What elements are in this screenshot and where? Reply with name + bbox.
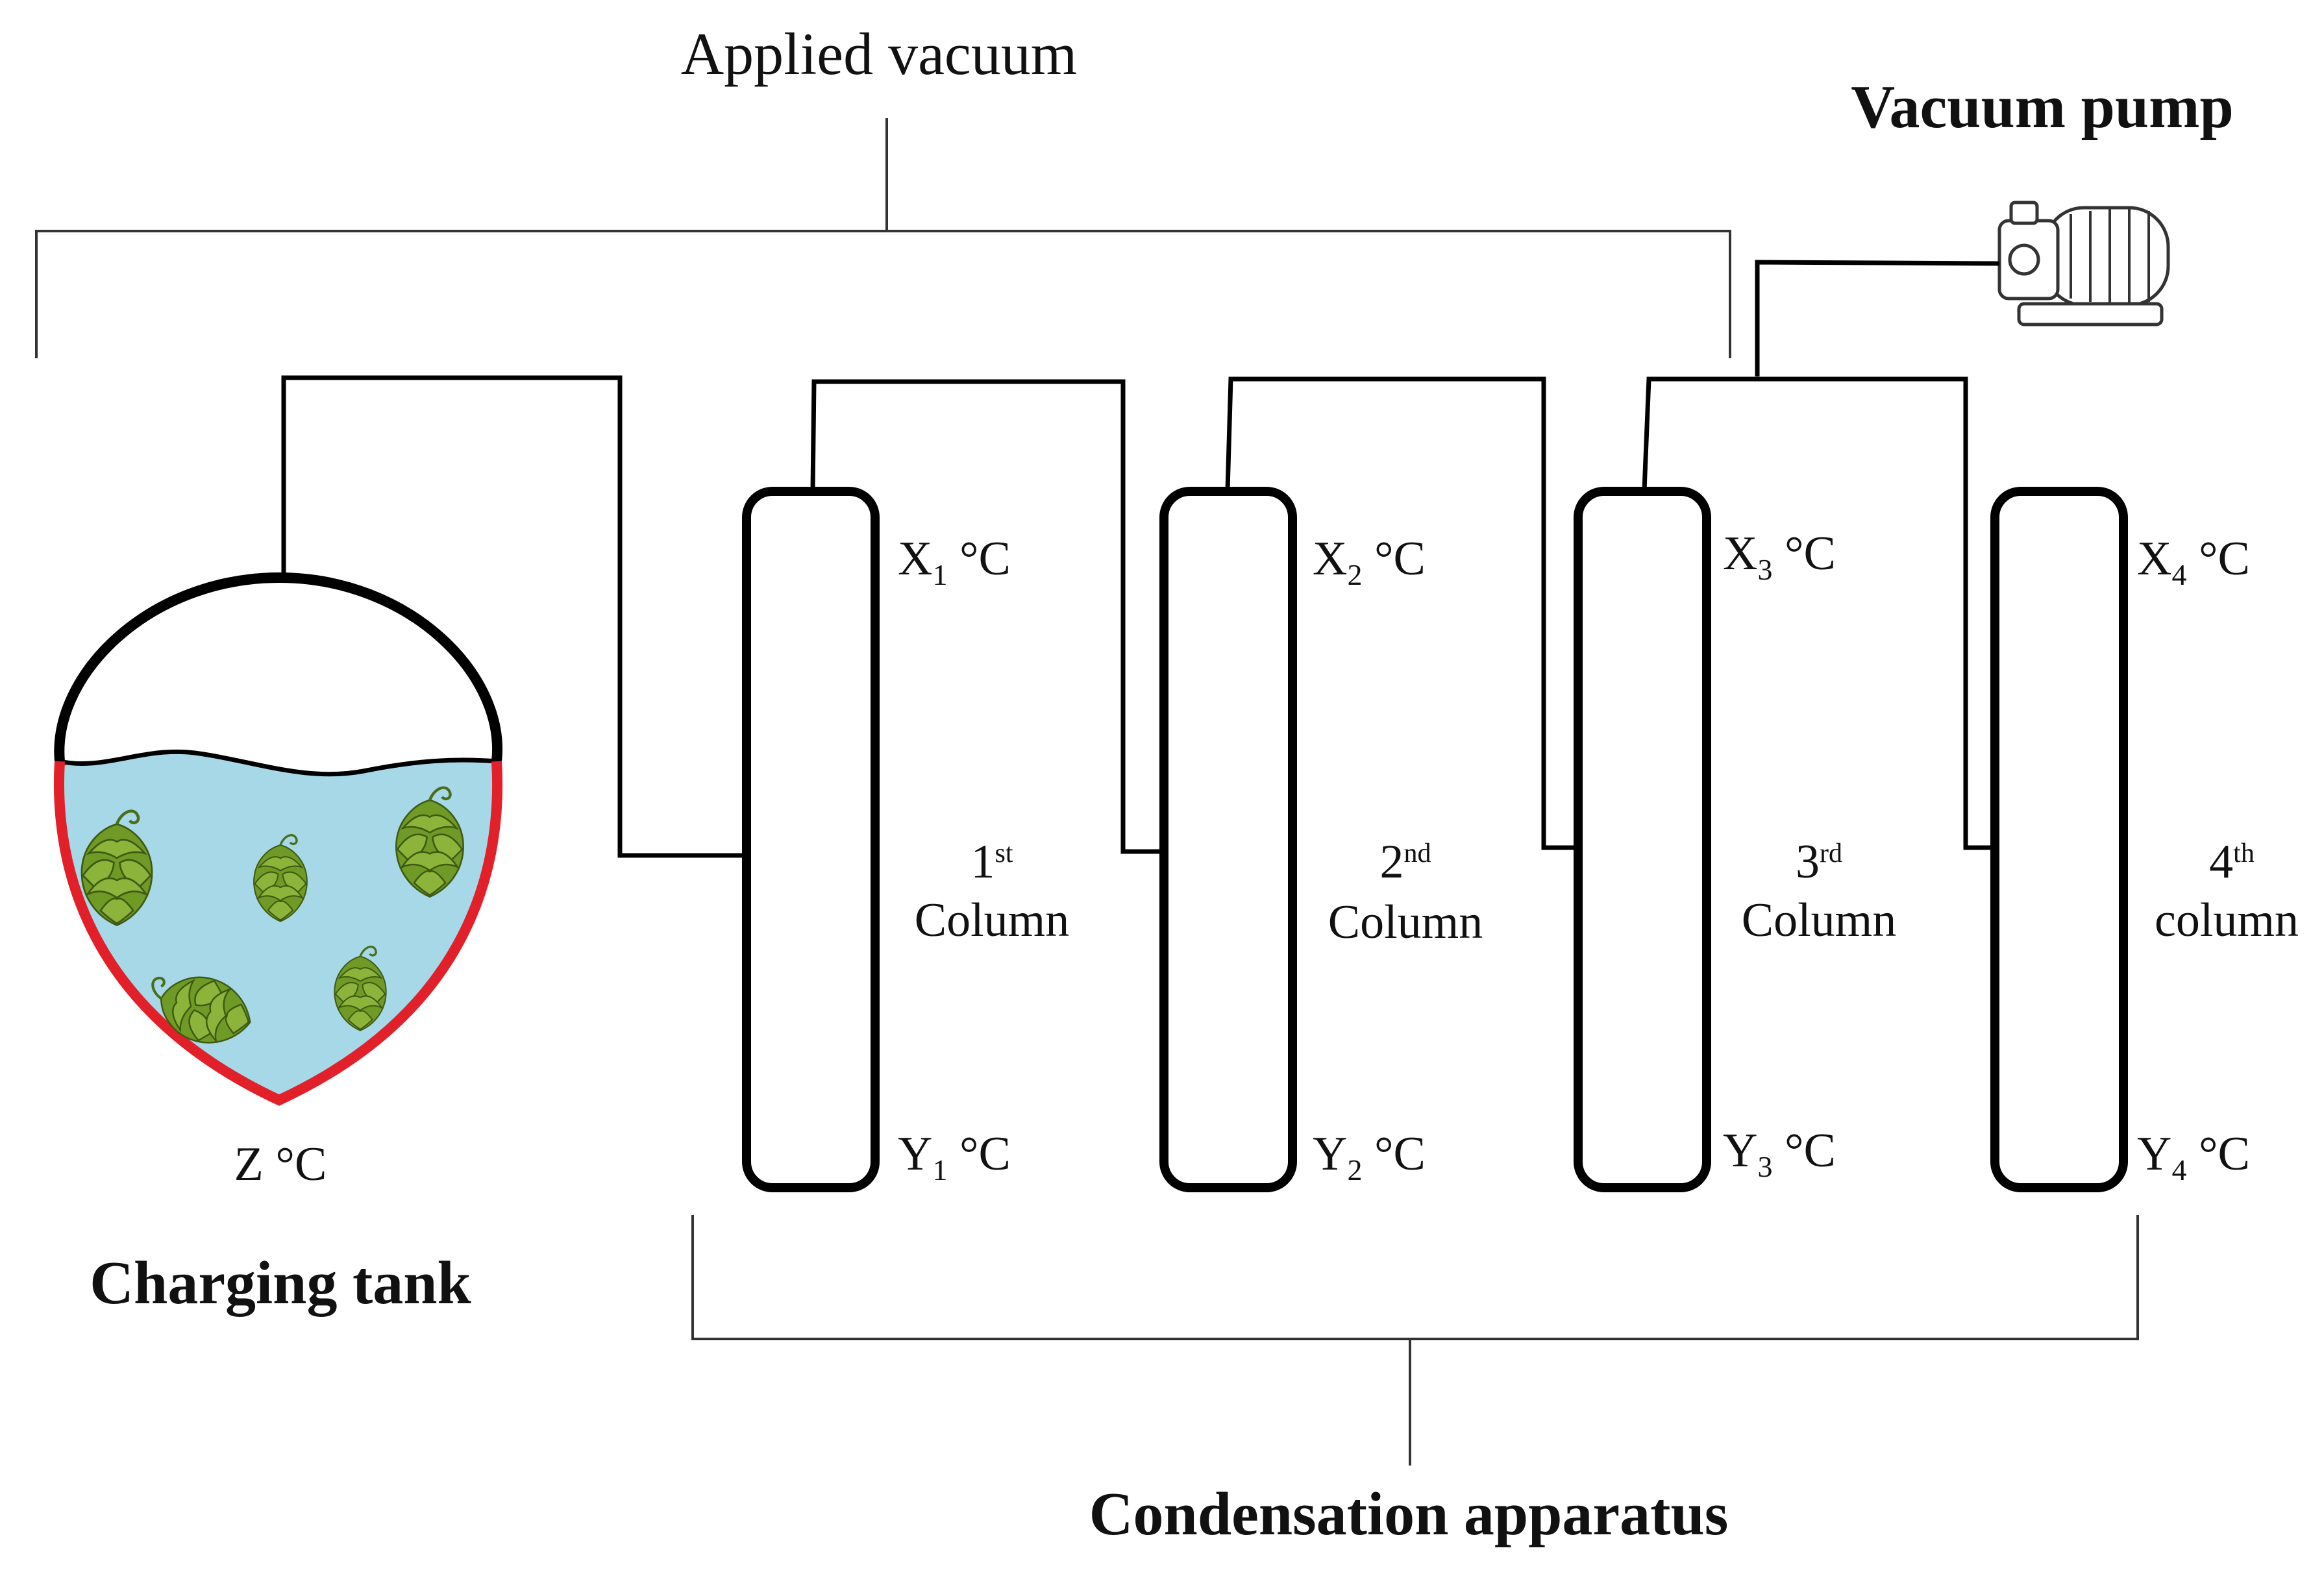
column-2-top-temperature: X2 °C xyxy=(1313,532,1426,591)
tank-lid xyxy=(54,572,503,762)
column-1-bottom-temperature: Y1 °C xyxy=(898,1127,1011,1186)
vacuum-pump-label: Vacuum pump xyxy=(1851,73,2233,141)
column-4-name: column xyxy=(2155,894,2299,947)
column-3 xyxy=(1574,487,1711,1192)
column-1-name: Column xyxy=(915,894,1069,947)
column-3-top-temperature: X3 °C xyxy=(1723,527,1836,586)
column-4 xyxy=(1990,487,2128,1192)
liquid-surface xyxy=(59,749,497,777)
applied-vacuum-label: Applied vacuum xyxy=(681,21,1078,87)
tank-temperature: Z °C xyxy=(234,1138,327,1191)
column-4-bottom-temperature: Y4 °C xyxy=(2137,1127,2250,1186)
applied-vacuum-bracket xyxy=(35,118,1731,358)
condensation-apparatus-label: Condensation apparatus xyxy=(1089,1480,1729,1548)
column-1-top-temperature: X1 °C xyxy=(898,532,1011,591)
column-1 xyxy=(742,487,880,1192)
column-4-ordinal: 4th xyxy=(2209,835,2255,889)
column-3-bottom-temperature: Y3 °C xyxy=(1723,1124,1836,1183)
column-3-ordinal: 3rd xyxy=(1796,835,1842,889)
charging-tank-label: Charging tank xyxy=(90,1249,471,1317)
condensation-apparatus-bracket xyxy=(691,1215,2139,1466)
piping xyxy=(281,260,2000,858)
charging-tank xyxy=(53,572,503,1106)
column-1-ordinal: 1st xyxy=(970,835,1013,889)
column-3-name: Column xyxy=(1742,894,1896,947)
column-2 xyxy=(1159,487,1297,1192)
column-2-bottom-temperature: Y2 °C xyxy=(1313,1127,1426,1186)
tank-wall xyxy=(53,761,503,1106)
column-4-top-temperature: X4 °C xyxy=(2137,532,2250,591)
column-2-name: Column xyxy=(1328,896,1483,949)
column-2-ordinal: 2nd xyxy=(1380,835,1431,889)
vacuum-pump-icon xyxy=(1997,201,2170,326)
